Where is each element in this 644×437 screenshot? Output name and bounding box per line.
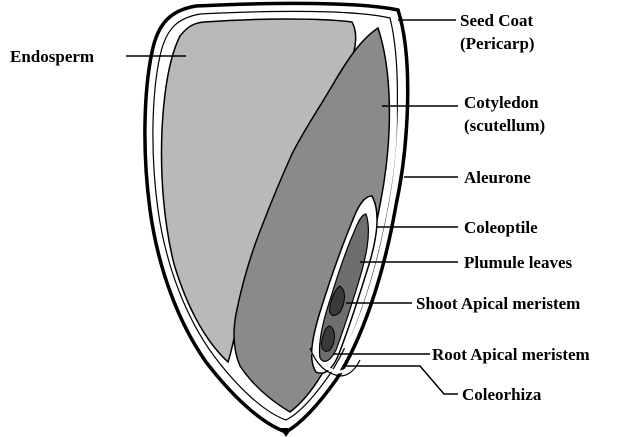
label-plumule: Plumule leaves [464, 253, 573, 272]
label-seed-coat: Seed Coat [460, 11, 534, 30]
label-cotyledon: Cotyledon [464, 93, 539, 112]
label-scutellum: (scutellum) [464, 116, 545, 135]
label-pericarp: (Pericarp) [460, 34, 535, 53]
label-coleoptile: Coleoptile [464, 218, 538, 237]
label-root-meristem: Root Apical meristem [432, 345, 590, 364]
label-endosperm: Endosperm [10, 47, 94, 66]
seed-tip [280, 428, 292, 437]
label-aleurone: Aleurone [464, 168, 531, 187]
label-coleorhiza: Coleorhiza [462, 385, 542, 404]
leader-coleorhiza [342, 366, 458, 394]
label-shoot-meristem: Shoot Apical meristem [416, 294, 580, 313]
